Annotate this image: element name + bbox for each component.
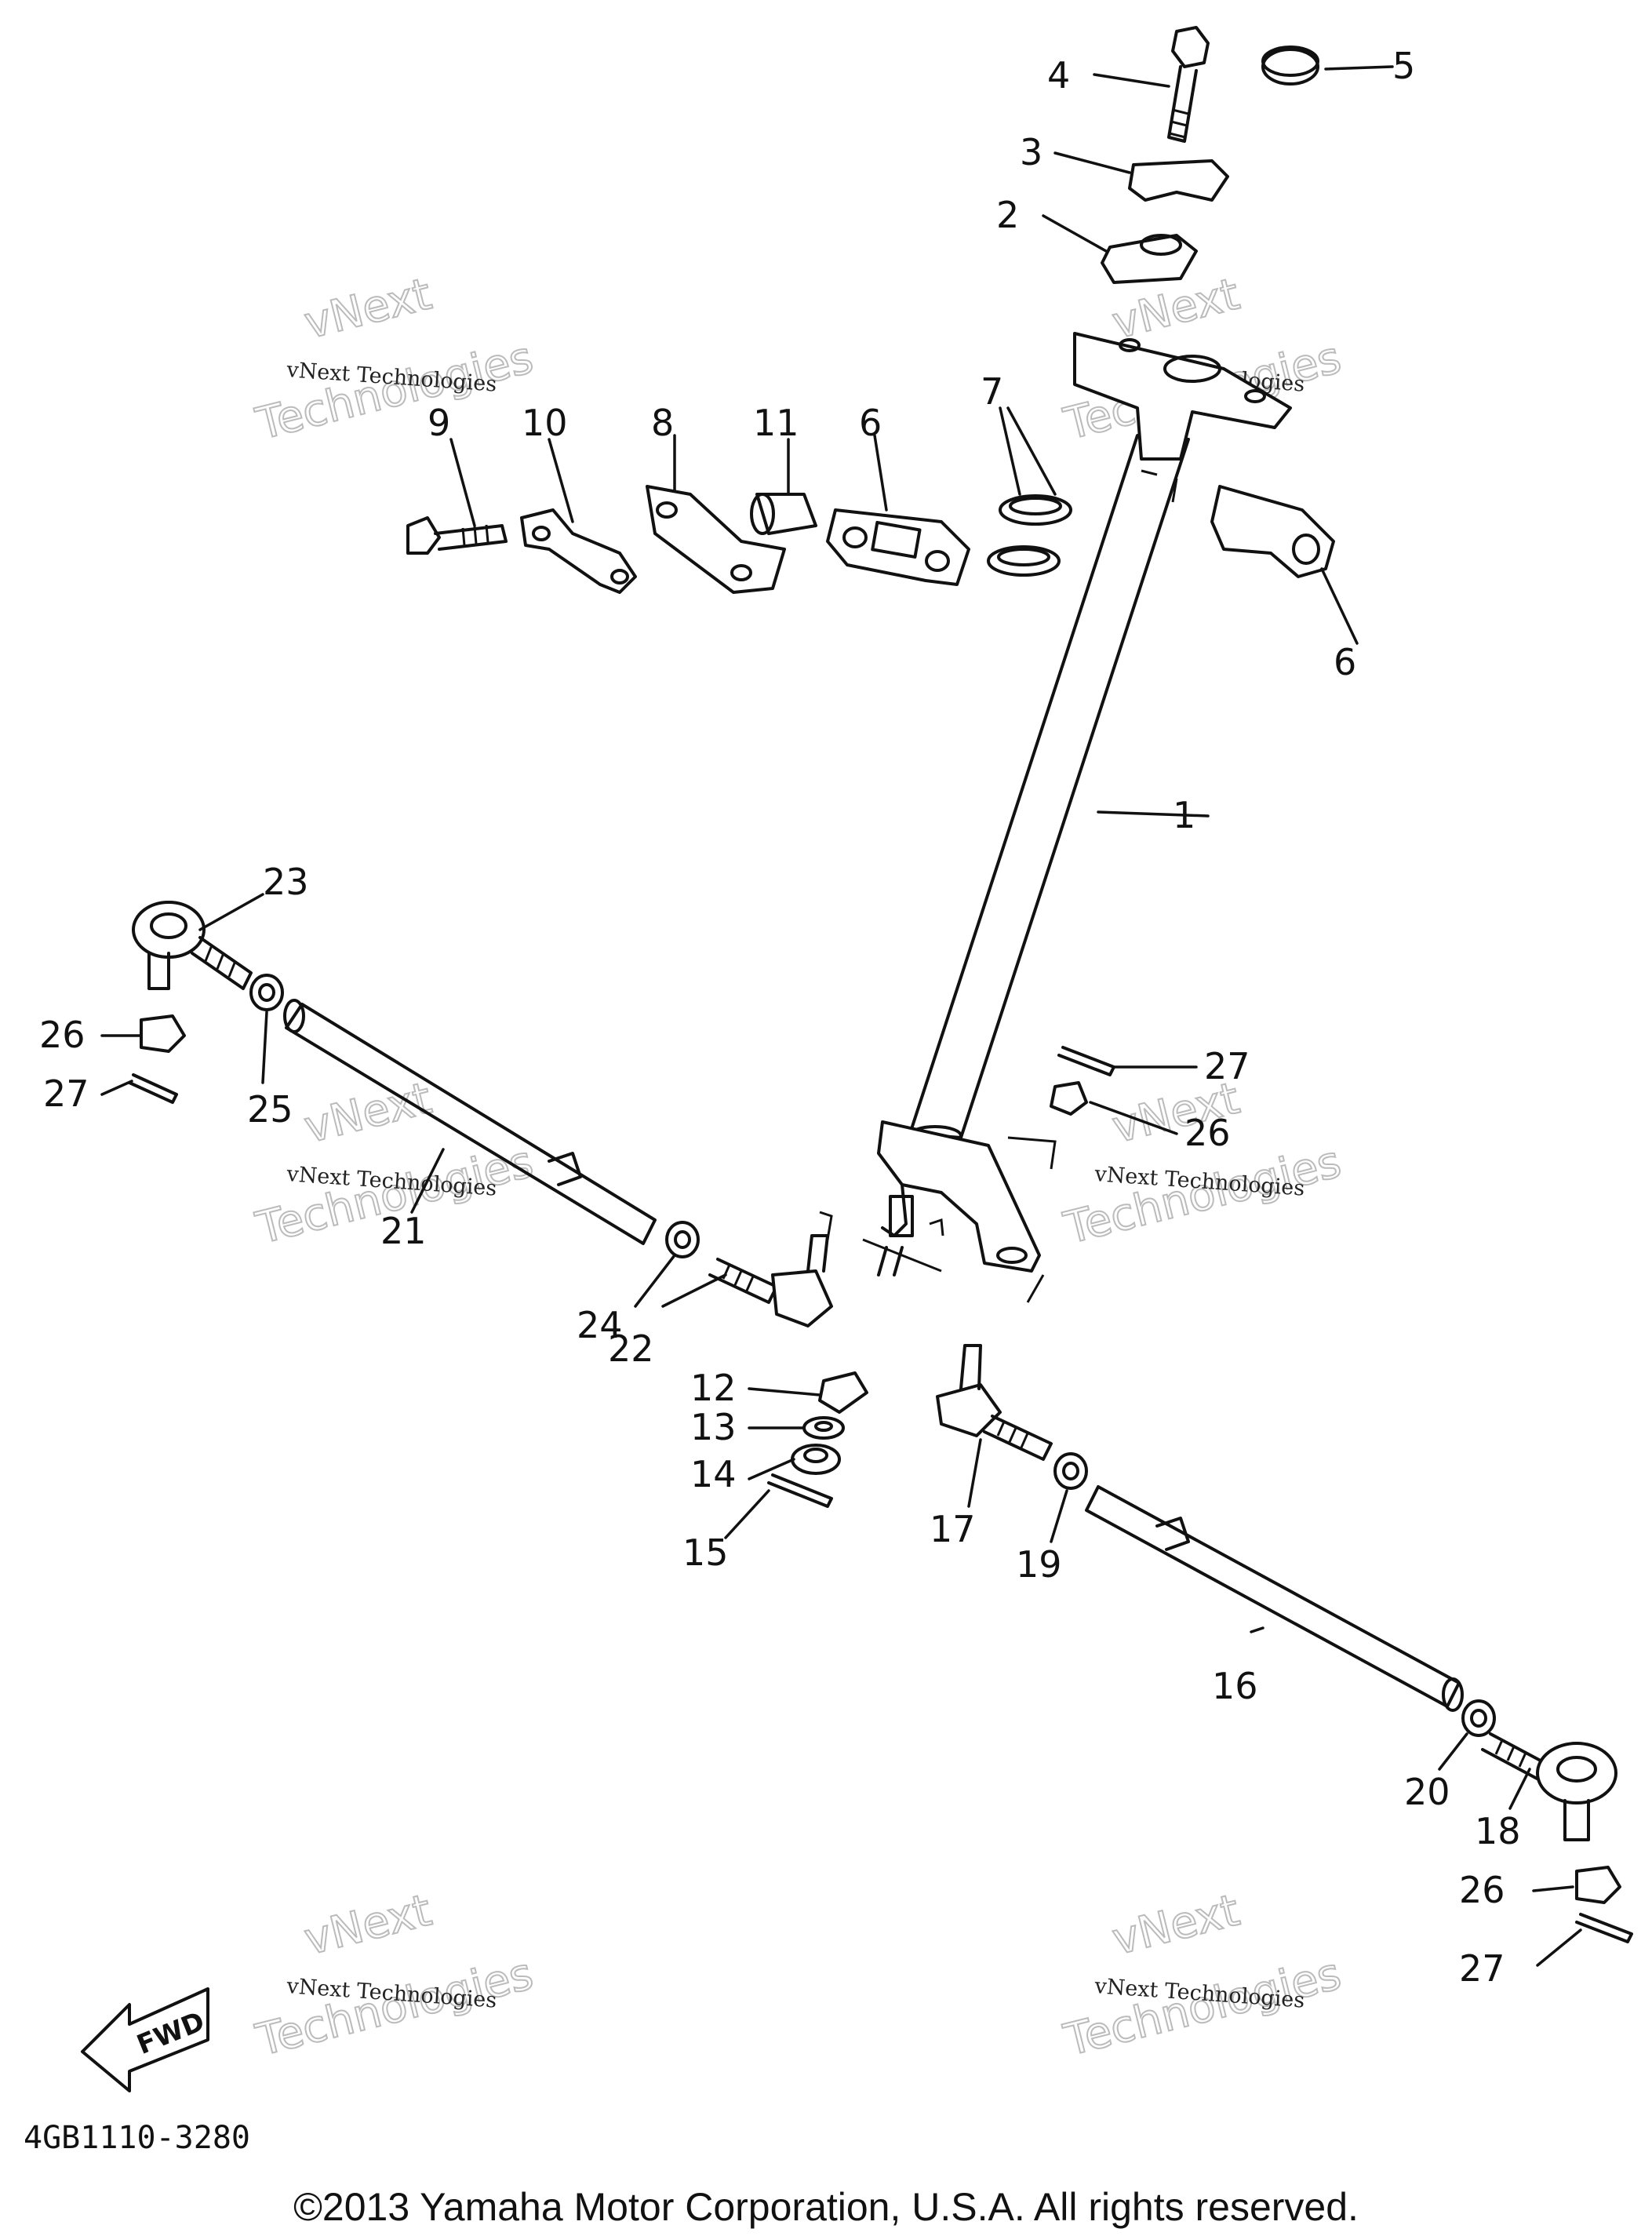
- callout-11: 11: [753, 402, 799, 444]
- part-tie-rod-end-23: [132, 901, 253, 990]
- callout-2: 2: [996, 194, 1019, 236]
- callout-7: 7: [981, 370, 1003, 413]
- callout-17: 17: [930, 1508, 976, 1550]
- part-cotter-pin-27-left: [128, 1073, 178, 1104]
- callout-6b: 6: [1334, 641, 1356, 683]
- callout-26c: 26: [1459, 1869, 1505, 1911]
- part-column-holder-upper: [1128, 159, 1229, 202]
- callout-21: 21: [380, 1210, 427, 1252]
- part-cotter-pin-27-center: [1057, 1046, 1115, 1076]
- watermark-bottom-left: vNext Technologies vNext Technologies: [250, 1884, 539, 2067]
- callout-24: 24: [577, 1304, 623, 1346]
- part-bushing-holder-right: [1210, 485, 1335, 578]
- callout-14: 14: [690, 1453, 737, 1495]
- part-tie-rod-left: [283, 999, 657, 1245]
- callout-10: 10: [522, 402, 568, 444]
- part-tie-rod-end-22: [708, 1234, 833, 1327]
- callout-26a: 26: [39, 1014, 86, 1056]
- callout-18: 18: [1475, 1810, 1521, 1852]
- callout-22: 22: [608, 1327, 654, 1370]
- copyright-notice: ©2013 Yamaha Motor Corporation, U.S.A. A…: [293, 2185, 1359, 2229]
- svg-text:vNext: vNext: [300, 1885, 436, 1965]
- callout-9: 9: [428, 402, 450, 444]
- callout-19: 19: [1016, 1543, 1062, 1586]
- part-column-cap: [1261, 46, 1319, 86]
- part-nut-24: [665, 1221, 700, 1258]
- callout-12: 12: [690, 1367, 737, 1409]
- part-pitman-arm: [819, 1120, 1057, 1303]
- part-nut-26-center: [1050, 1081, 1088, 1116]
- part-holder-bolt: [1167, 26, 1210, 143]
- part-nut-14: [791, 1444, 841, 1475]
- leader-lines: [100, 65, 1582, 1967]
- callout-23: 23: [263, 861, 309, 903]
- callout-1: 1: [1173, 794, 1195, 836]
- part-nut-26-right: [1575, 1866, 1621, 1904]
- part-stopper-plate: [646, 485, 786, 594]
- callout-4: 4: [1047, 54, 1070, 97]
- svg-text:vNext: vNext: [300, 268, 436, 349]
- callout-25: 25: [247, 1088, 293, 1131]
- callout-3: 3: [1020, 131, 1043, 173]
- part-nut-26-left: [140, 1014, 186, 1053]
- drawing-code: 4GB1110-3280: [24, 2120, 250, 2156]
- part-tie-rod-end-18: [1481, 1732, 1617, 1841]
- callout-15: 15: [682, 1531, 729, 1574]
- callout-27a: 27: [43, 1072, 89, 1115]
- callout-labels: 1 2 3 4 5 6 6 7 8 9 10 11 12 13 14 15 16…: [39, 45, 1521, 1990]
- part-cotter-pin-27-right: [1575, 1913, 1633, 1943]
- part-nut-25: [249, 974, 284, 1011]
- part-nut-19: [1053, 1452, 1088, 1490]
- callout-27c: 27: [1459, 1947, 1505, 1990]
- part-mount-bolt: [406, 516, 508, 555]
- part-washer-13: [802, 1416, 845, 1440]
- callout-27b: 27: [1204, 1045, 1250, 1087]
- callout-6a: 6: [859, 402, 882, 444]
- callout-8: 8: [651, 402, 674, 444]
- svg-text:vNext: vNext: [300, 1072, 436, 1153]
- watermark-top-left: vNext Technologies vNext Technologies: [250, 268, 539, 450]
- part-cotter-pin-15: [767, 1473, 833, 1508]
- fwd-arrow-icon: FWD: [81, 1987, 209, 2092]
- callout-13: 13: [690, 1406, 737, 1448]
- part-collar: [750, 493, 817, 535]
- part-nut-12: [818, 1371, 868, 1414]
- part-tie-rod-right: [1085, 1485, 1464, 1712]
- watermark-bottom-right: vNext Technologies vNext Technologies: [1058, 1884, 1347, 2067]
- part-bushings: [987, 494, 1072, 577]
- part-column-upper-flange: [1073, 332, 1292, 461]
- callout-26b: 26: [1184, 1112, 1231, 1154]
- part-nut-20: [1461, 1699, 1496, 1737]
- callout-16: 16: [1212, 1665, 1258, 1707]
- callout-5: 5: [1392, 45, 1415, 87]
- part-tie-rod-end-17: [936, 1344, 1053, 1461]
- svg-text:vNext: vNext: [1108, 1885, 1244, 1965]
- part-bushing-holder-left: [826, 508, 970, 586]
- part-lock-washer: [520, 508, 637, 594]
- callout-20: 20: [1404, 1771, 1450, 1813]
- watermark-mid-right: vNext Technologies vNext Technologies: [1058, 1072, 1347, 1255]
- part-column-holder-lower: [1101, 234, 1198, 284]
